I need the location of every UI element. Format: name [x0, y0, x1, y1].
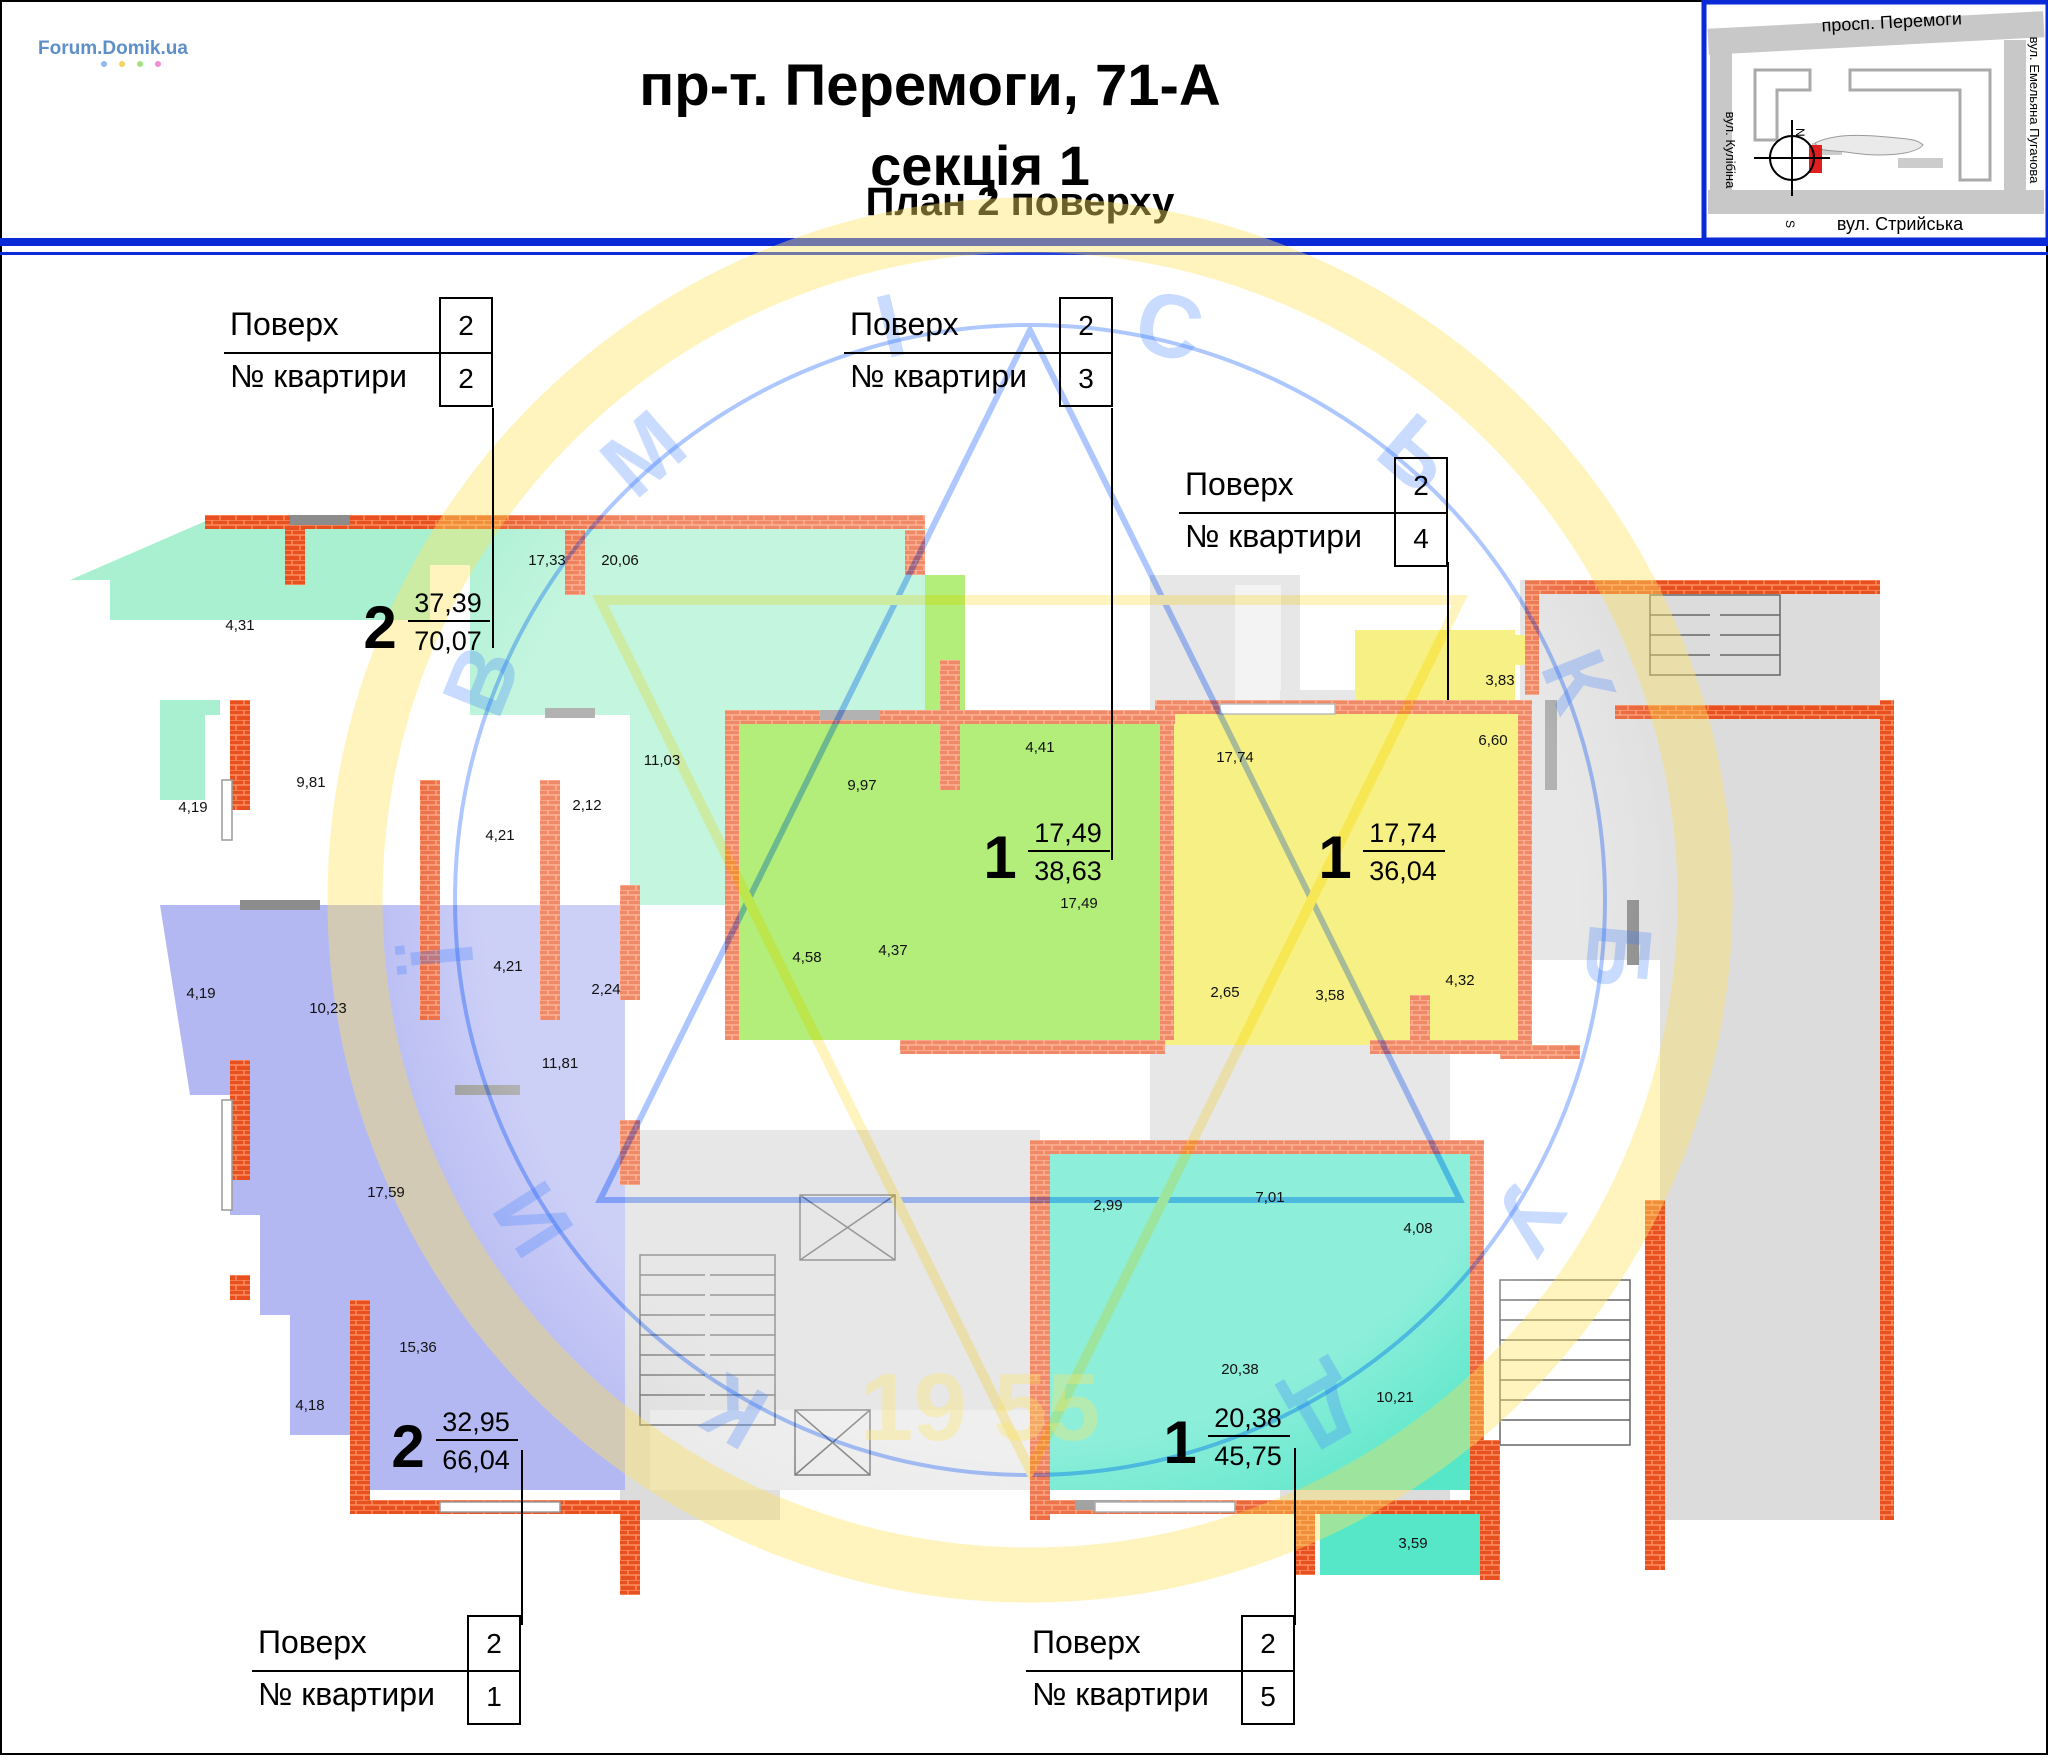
tag-floor-label: Поверх — [1185, 466, 1294, 502]
section-title: секція 1 — [870, 134, 1090, 197]
tag-apartment-label: № квартири — [1032, 1676, 1209, 1712]
room-area-label: 4,18 — [295, 1397, 324, 1414]
apartment-total-area: 38,63 — [1034, 856, 1102, 886]
room-area-label: 3,58 — [1315, 987, 1344, 1004]
apartment-living-area: 17,49 — [1034, 818, 1102, 848]
room-area-label: 2,24 — [591, 981, 620, 998]
map-street-bottom: вул. Стрийська — [1837, 214, 1964, 234]
page-title: пр-т. Перемоги, 71-А — [639, 53, 1221, 118]
emblem-year: 19 55 — [860, 1354, 1100, 1461]
apartment-rooms: 1 — [1163, 1409, 1196, 1476]
room-area-label: 17,49 — [1060, 895, 1098, 912]
room-area-label: 6,60 — [1478, 732, 1507, 749]
room-area-label: 10,21 — [1376, 1389, 1414, 1406]
apartment-label: 2 37,39 70,07 — [363, 588, 490, 661]
room-area-label: 4,32 — [1445, 972, 1474, 989]
apartment-labels: 2 37,39 70,07 1 17,49 38,63 1 17,74 36,04 2 32,95 6… — [363, 588, 1445, 1480]
room-area-label: 2,99 — [1093, 1197, 1122, 1214]
map-street-left: вул. Кулібіна — [1723, 112, 1738, 189]
apartment-tag: Поверх № квартири 2 5 — [1026, 1448, 1296, 1725]
room-area-label: 7,01 — [1255, 1189, 1284, 1206]
tag-apartment-label: № квартири — [850, 358, 1027, 394]
tag-apartment-value: 5 — [1260, 1681, 1276, 1712]
room-area-label: 4,41 — [1025, 739, 1054, 756]
apartment-rooms: 2 — [363, 594, 396, 661]
room-area-label: 10,23 — [309, 1000, 347, 1017]
apartment-total-area: 36,04 — [1369, 856, 1437, 886]
tag-apartment-value: 3 — [1078, 363, 1094, 394]
brand-logo: Forum.Domik.ua — [38, 38, 188, 59]
tag-apartment-label: № квартири — [258, 1676, 435, 1712]
tag-floor-value: 2 — [1260, 1628, 1276, 1659]
apartment-living-area: 17,74 — [1369, 818, 1437, 848]
emblem-letter: Б — [1564, 919, 1670, 993]
room-area-label: 4,19 — [186, 985, 215, 1002]
location-map: просп. Перемоги вул. Стрийська вул. Кулі… — [1701, 0, 2048, 243]
apartment-tag: Поверх № квартири 2 4 — [1179, 457, 1449, 700]
map-south: S — [1783, 220, 1797, 228]
emblem-watermark — [327, 197, 1733, 1603]
room-area-label: 4,08 — [1403, 1220, 1432, 1237]
room-area-label: 17,59 — [367, 1184, 405, 1201]
map-street-right: вул. Емельяна Пугачова — [2027, 37, 2042, 184]
apartment-label: 1 17,49 38,63 — [983, 818, 1110, 891]
room-area-label: 17,74 — [1216, 749, 1254, 766]
apartment-tag: Поверх № квартири 2 2 — [224, 297, 494, 648]
room-area-label: 4,58 — [792, 949, 821, 966]
tag-floor-value: 2 — [486, 1628, 502, 1659]
tag-floor-value: 2 — [1078, 310, 1094, 341]
room-area-label: 4,37 — [878, 942, 907, 959]
room-area-label: 3,59 — [1398, 1535, 1427, 1552]
room-area-label: 17,33 — [528, 552, 566, 569]
tag-floor-label: Поверх — [850, 306, 959, 342]
apartment-rooms: 1 — [983, 824, 1016, 891]
room-area-label: 4,21 — [493, 958, 522, 975]
tag-floor-label: Поверх — [230, 306, 339, 342]
room-area-label: 4,31 — [225, 617, 254, 634]
apartment-total-area: 66,04 — [442, 1445, 510, 1475]
room-area-label: 2,12 — [572, 797, 601, 814]
room-area-label: 9,81 — [296, 774, 325, 791]
room-area-label: 20,06 — [601, 552, 639, 569]
apartment-total-area: 70,07 — [414, 626, 482, 656]
room-area-label: 11,03 — [644, 752, 680, 769]
apartment-living-area: 32,95 — [442, 1407, 510, 1437]
tag-floor-label: Поверх — [258, 1624, 367, 1660]
room-area-label: 3,83 — [1485, 672, 1514, 689]
brand-dots — [101, 61, 161, 67]
apartment-total-area: 45,75 — [1214, 1441, 1282, 1471]
tag-apartment-label: № квартири — [230, 358, 407, 394]
apartment-rooms: 2 — [391, 1413, 424, 1480]
room-area-label: 4,19 — [178, 799, 207, 816]
tag-apartment-value: 1 — [486, 1681, 502, 1712]
apartment-label: 2 32,95 66,04 — [391, 1407, 518, 1480]
room-area-label: 9,97 — [847, 777, 876, 794]
tag-apartment-value: 2 — [458, 363, 474, 394]
room-area-label: 4,21 — [485, 827, 514, 844]
apartment-living-area: 20,38 — [1214, 1403, 1282, 1433]
tag-floor-value: 2 — [458, 310, 474, 341]
tag-floor-label: Поверх — [1032, 1624, 1141, 1660]
apartment-tag: Поверх № квартири 2 3 — [844, 297, 1113, 860]
room-area-label: 15,36 — [399, 1339, 437, 1356]
apartment-rooms: 1 — [1318, 824, 1351, 891]
apartment-tag: Поверх № квартири 2 1 — [252, 1450, 523, 1725]
apartment-living-area: 37,39 — [414, 588, 482, 618]
room-area-label: 2,65 — [1210, 984, 1239, 1001]
tag-apartment-label: № квартири — [1185, 518, 1362, 554]
room-areas: 4,31 17,33 20,06 4,19 9,81 11,03 4,21 2,12 9,97 4… — [178, 552, 1514, 1552]
apartment-label: 1 17,74 36,04 — [1318, 818, 1445, 891]
tag-apartment-value: 4 — [1413, 523, 1429, 554]
tag-floor-value: 2 — [1413, 470, 1429, 501]
map-north: N — [1793, 128, 1807, 137]
room-area-label: 11,81 — [542, 1055, 578, 1072]
apartment-label: 1 20,38 45,75 — [1163, 1403, 1290, 1476]
room-area-label: 20,38 — [1221, 1361, 1259, 1378]
